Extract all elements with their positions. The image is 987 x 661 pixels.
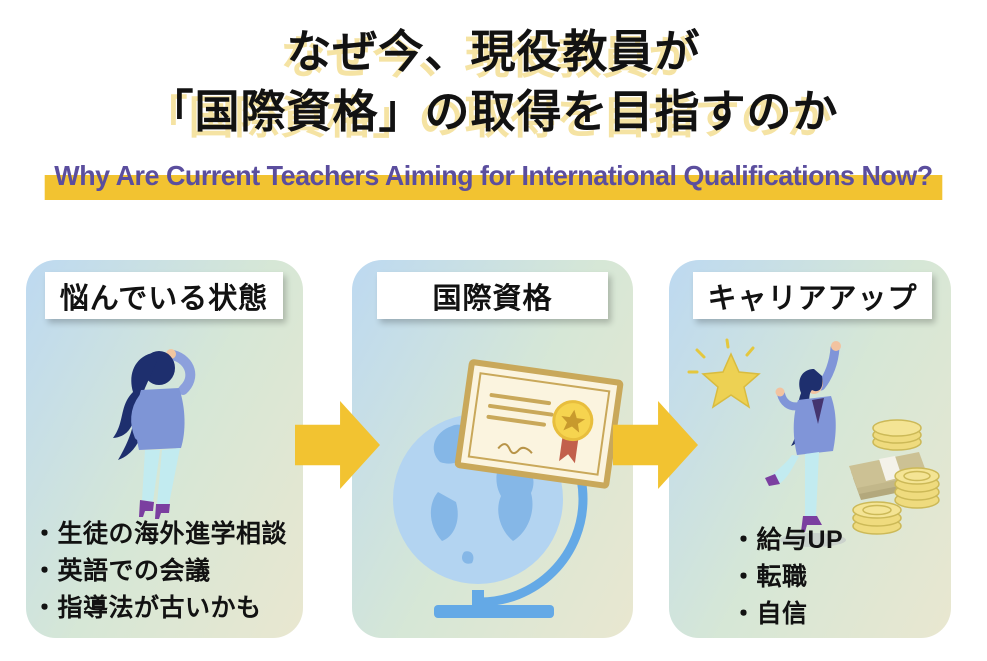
card-header: 悩んでいる状態 (45, 272, 283, 319)
celebrating-woman (765, 341, 846, 547)
worried-woman-illustration (113, 349, 196, 519)
main-title: なぜ今、現役教員が 「国際資格」の取得を目指すのか (0, 22, 987, 142)
bullet-item: ・生徒の海外進学相談 (32, 520, 288, 548)
card-header: 国際資格 (377, 272, 608, 319)
bullet-item: ・英語での会議 (32, 557, 211, 585)
card-worried-state: 悩んでいる状態 ・生徒の海外進学相談 ・英語での会議 ・指導法が古いかも (26, 260, 303, 638)
bills (849, 452, 931, 500)
bullet-item: ・指導法が古いかも (32, 594, 262, 622)
subtitle-row: Why Are Current Teachers Aiming for Inte… (0, 158, 987, 200)
bullet-list: ・生徒の海外進学相談 ・英語での会議 ・指導法が古いかも (32, 516, 287, 627)
card-header: キャリアアップ (693, 272, 932, 319)
globe-and-certificate-illustration (393, 359, 624, 618)
subtitle: Why Are Current Teachers Aiming for Inte… (44, 158, 943, 200)
certificate-icon (454, 359, 624, 489)
title-line-2: 「国際資格」の取得を目指すのか (148, 86, 839, 137)
card-international-qualification: 国際資格 (352, 260, 633, 638)
celebrating-woman-star-money-illustration (687, 338, 940, 547)
worried-woman-arm (168, 350, 196, 395)
star-icon (561, 409, 586, 433)
money-icon (849, 419, 940, 535)
title-line-1: なぜ今、現役教員が (286, 26, 701, 77)
bullet-list: ・給与UP ・転職 ・自信 (731, 522, 843, 633)
sparkle-lines (687, 338, 755, 374)
bullet-item: ・転職 (731, 563, 808, 591)
star-icon (687, 338, 761, 409)
card-career-up: キャリアアップ (669, 260, 951, 638)
bullet-item: ・給与UP (731, 526, 844, 554)
bullet-item: ・自信 (731, 600, 808, 628)
signature-squiggle (497, 443, 533, 455)
